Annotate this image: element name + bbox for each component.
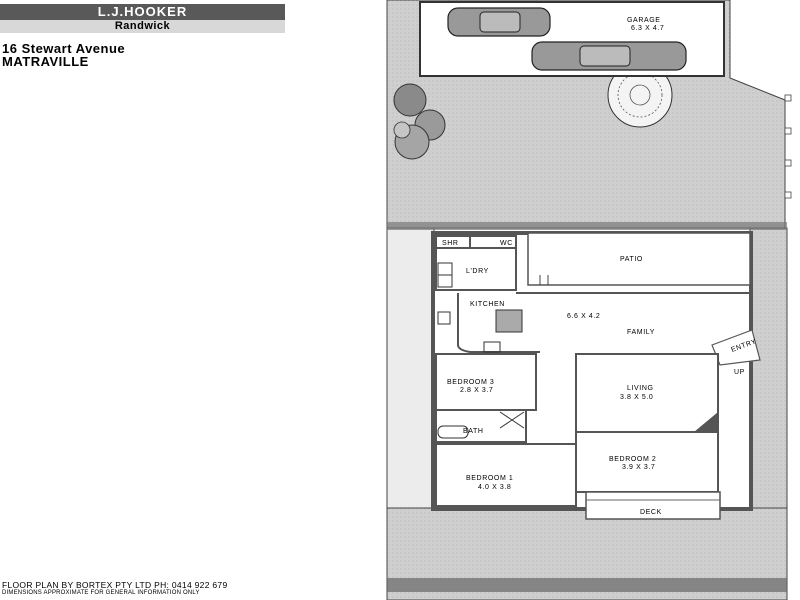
car-icon — [447, 7, 551, 37]
agency-header: L.J.HOOKER Randwick — [0, 0, 285, 34]
bedroom2-label: BEDROOM 2 — [609, 456, 656, 463]
shrub-icon — [393, 83, 446, 160]
disclaimer-note: DIMENSIONS APPROXIMATE FOR GENERAL INFOR… — [2, 590, 200, 596]
agency-office: Randwick — [0, 20, 285, 33]
patio-label: PATIO — [620, 256, 643, 263]
living: LIVING 3.8 X 5.0 — [575, 353, 719, 433]
bedroom-2: BEDROOM 2 3.9 X 3.7 — [575, 431, 719, 493]
patio: PATIO — [527, 232, 751, 286]
bedroom3-size: 2.8 X 3.7 — [460, 387, 493, 394]
wc-label: WC — [500, 240, 513, 247]
bedroom1-label: BEDROOM 1 — [466, 475, 513, 482]
living-size: 3.8 X 5.0 — [620, 394, 653, 401]
deck: DECK — [585, 491, 721, 520]
shower-label: SHR — [442, 240, 459, 247]
family-kitchen: KITCHEN 6.6 X 4.2 FAMILY — [437, 292, 751, 353]
bedroom3-label: BEDROOM 3 — [447, 379, 494, 386]
deck-label: DECK — [640, 509, 662, 516]
family-size: 6.6 X 4.2 — [567, 313, 600, 320]
car-icon — [531, 41, 687, 71]
bath: BATH — [435, 409, 527, 443]
agency-name: L.J.HOOKER — [0, 4, 285, 20]
kitchen-label: KITCHEN — [470, 301, 505, 308]
living-label: LIVING — [627, 385, 654, 392]
laundry-label: L'DRY — [466, 268, 489, 275]
side-path — [386, 227, 788, 509]
bedroom2-size: 3.9 X 3.7 — [622, 464, 655, 471]
floor-plan-credit: FLOOR PLAN BY BORTEX PTY LTD PH: 0414 92… — [2, 580, 228, 590]
family-label: FAMILY — [627, 329, 655, 336]
entry: ENTRY UP — [711, 329, 761, 376]
bedroom1-size: 4.0 X 3.8 — [478, 484, 511, 491]
bedroom-3: BEDROOM 3 2.8 X 3.7 — [435, 353, 537, 411]
garage: GARAGE 6.3 X 4.7 — [419, 1, 725, 77]
garage-size: 6.3 X 4.7 — [631, 25, 664, 32]
laundry: SHR WC L'DRY — [435, 235, 517, 291]
address-suburb: MATRAVILLE — [2, 54, 89, 69]
bedroom-1: BEDROOM 1 4.0 X 3.8 — [435, 443, 577, 507]
garage-label: GARAGE — [627, 17, 661, 24]
address-street: 16 Stewart Avenue — [2, 41, 126, 56]
up-label: UP — [734, 369, 745, 376]
hedge — [387, 222, 787, 592]
bath-label: BATH — [463, 428, 484, 435]
